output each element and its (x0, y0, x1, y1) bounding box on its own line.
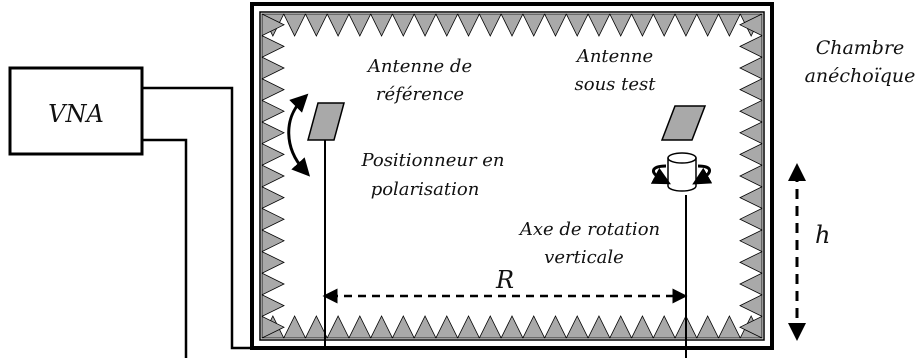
absorber-cone (696, 315, 720, 339)
reference-antenna-label-1: Antenne de (366, 56, 472, 77)
absorber-cone (696, 13, 720, 37)
absorber-cone (261, 186, 285, 210)
absorber-cone (739, 99, 763, 123)
vna-label: VNA (48, 100, 104, 128)
polarisation-rotate-icon (287, 93, 311, 177)
absorber-cone (565, 315, 589, 339)
absorber-cone (739, 229, 763, 253)
absorber-cone (739, 250, 763, 274)
aut-label-2: sous test (575, 74, 657, 95)
absorber-cones (261, 13, 763, 339)
absorber-cone (522, 13, 546, 37)
absorber-cone (435, 315, 459, 339)
aut-antenna (660, 105, 707, 141)
absorber-cone (304, 13, 328, 37)
absorber-cone (739, 186, 763, 210)
absorber-cone (261, 229, 285, 253)
absorber-cone (739, 207, 763, 231)
absorber-cone (717, 315, 741, 339)
absorber-cone (261, 56, 285, 80)
absorber-cone (261, 164, 285, 188)
rotation-axis-label-2: verticale (544, 247, 624, 268)
absorber-cone (304, 315, 328, 339)
absorber-cone (652, 13, 676, 37)
absorber-cone (500, 13, 524, 37)
absorber-cone (739, 121, 763, 145)
absorber-cone (261, 99, 285, 123)
aut-label-1: Antenne (575, 46, 653, 67)
absorber-cone (457, 315, 481, 339)
rotation-positioner-icon (650, 152, 713, 192)
absorber-cone (739, 294, 763, 318)
absorber-cone (522, 315, 546, 339)
absorber-cone (261, 13, 285, 37)
absorber-cone (543, 13, 567, 37)
absorber-cone (326, 315, 350, 339)
absorber-cone (587, 315, 611, 339)
absorber-cone (261, 121, 285, 145)
absorber-cone (630, 13, 654, 37)
absorber-cone (674, 13, 698, 37)
absorber-cone (391, 315, 415, 339)
absorber-cone (413, 13, 437, 37)
absorber-cone (370, 315, 394, 339)
absorber-cone (717, 13, 741, 37)
absorber-cone (739, 34, 763, 58)
absorber-cone (435, 13, 459, 37)
positioner-label-1: Positionneur en (360, 150, 504, 171)
absorber-cone (261, 78, 285, 102)
absorber-cone (609, 315, 633, 339)
reference-antenna (307, 102, 345, 141)
absorber-cone (587, 13, 611, 37)
height-label: h (815, 221, 830, 249)
absorber-cone (739, 272, 763, 296)
absorber-cone (478, 13, 502, 37)
chamber-inner-wall (259, 11, 765, 341)
absorber-cone (261, 250, 285, 274)
absorber-cone (739, 56, 763, 80)
vna-box (8, 66, 144, 156)
absorber-cone (413, 315, 437, 339)
absorber-cone (283, 315, 307, 339)
absorber-cone (261, 207, 285, 231)
absorber-cone (478, 315, 502, 339)
absorber-cone (261, 294, 285, 318)
positioner-label-2: polarisation (371, 179, 480, 200)
absorber-cone (565, 13, 589, 37)
cable-to-reference (142, 86, 325, 350)
absorber-cone (543, 315, 567, 339)
distance-label: R (495, 266, 514, 294)
absorber-cone (739, 315, 763, 339)
absorber-cone (739, 13, 763, 37)
chamber-label-1: Chambre (816, 37, 905, 59)
absorber-cone (326, 13, 350, 37)
absorber-cone (500, 315, 524, 339)
absorber-cone (261, 34, 285, 58)
rotation-axis-label-1: Axe de rotation (518, 219, 660, 240)
absorber-cone (261, 272, 285, 296)
absorber-cone (348, 13, 372, 37)
absorber-cone (630, 315, 654, 339)
absorber-cone (609, 13, 633, 37)
absorber-cone (739, 164, 763, 188)
absorber-cone (261, 142, 285, 166)
absorber-cone (348, 315, 372, 339)
chamber-label-2: anéchoïque (805, 65, 916, 87)
reference-antenna-label-2: référence (376, 84, 464, 105)
absorber-cone (261, 315, 285, 339)
absorber-cone (739, 78, 763, 102)
absorber-cone (739, 142, 763, 166)
absorber-cone (457, 13, 481, 37)
absorber-cone (391, 13, 415, 37)
absorber-cone (370, 13, 394, 37)
absorber-cone (652, 315, 676, 339)
cable-to-aut (142, 138, 188, 358)
absorber-cone (283, 13, 307, 37)
